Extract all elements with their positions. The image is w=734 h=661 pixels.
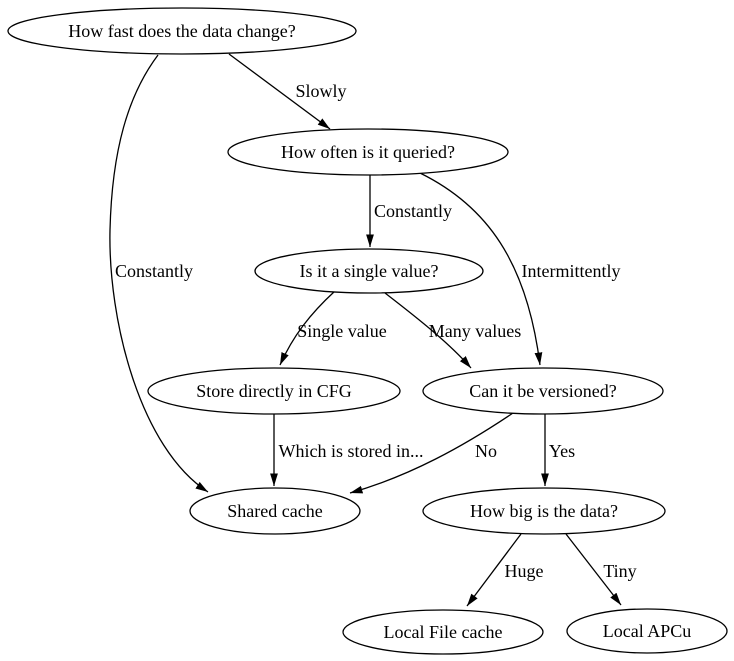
edge-howbig-localfile (466, 533, 522, 607)
node-is-single-shape (254, 248, 484, 294)
node-versioned: Can it be versioned? (422, 367, 664, 415)
node-store-cfg-shape (147, 367, 401, 415)
edge-label-which-stored: Which is stored in... (279, 441, 424, 461)
edge-howfast-sharedcache (109, 54, 209, 493)
edge-howbig-localapcu (565, 533, 622, 606)
node-versioned-label: Can it be versioned? (469, 381, 616, 401)
node-local-apcu: Local APCu (566, 608, 728, 654)
edge-label-many-values: Many values (429, 321, 521, 341)
edge-issingle-storecfg (279, 290, 336, 366)
node-shared-cache-shape (189, 487, 361, 535)
node-how-often-label: How often is it queried? (281, 142, 455, 162)
edge-issingle-versioned (384, 292, 472, 369)
node-local-file-shape (342, 609, 544, 655)
edge-label-no: No (475, 441, 497, 461)
edge-label-yes: Yes (549, 441, 575, 461)
node-local-file-label: Local File cache (384, 622, 503, 642)
edge-label-constantly-left: Constantly (115, 261, 193, 281)
edge-howfast-howoften (228, 53, 331, 130)
node-local-file: Local File cache (342, 609, 544, 655)
node-shared-cache: Shared cache (189, 487, 361, 535)
node-shared-cache-label: Shared cache (227, 501, 322, 521)
node-how-fast-shape (7, 7, 357, 55)
node-store-cfg-label: Store directly in CFG (196, 381, 352, 401)
node-local-apcu-label: Local APCu (603, 621, 692, 641)
node-how-fast: How fast does the data change? (7, 7, 357, 55)
edge-label-intermittently: Intermittently (522, 261, 621, 281)
node-how-big-shape (422, 487, 666, 535)
node-how-often: How often is it queried? (227, 128, 509, 176)
node-how-often-shape (227, 128, 509, 176)
edges: Slowly Constantly Constantly Intermitten… (109, 53, 637, 607)
node-local-apcu-shape (566, 608, 728, 654)
edge-label-single-value: Single value (297, 321, 386, 341)
node-how-big-label: How big is the data? (470, 501, 618, 521)
edge-label-huge: Huge (505, 561, 544, 581)
nodes: How fast does the data change? How often… (7, 7, 728, 655)
edge-label-constantly-mid: Constantly (374, 201, 452, 221)
edge-label-slowly: Slowly (295, 81, 346, 101)
node-how-big: How big is the data? (422, 487, 666, 535)
node-versioned-shape (422, 367, 664, 415)
edge-versioned-sharedcache (349, 412, 514, 494)
node-is-single: Is it a single value? (254, 248, 484, 294)
node-how-fast-label: How fast does the data change? (68, 21, 295, 41)
node-store-cfg: Store directly in CFG (147, 367, 401, 415)
edge-howoften-versioned (419, 172, 543, 366)
node-is-single-label: Is it a single value? (300, 261, 439, 281)
edge-label-tiny: Tiny (603, 561, 636, 581)
